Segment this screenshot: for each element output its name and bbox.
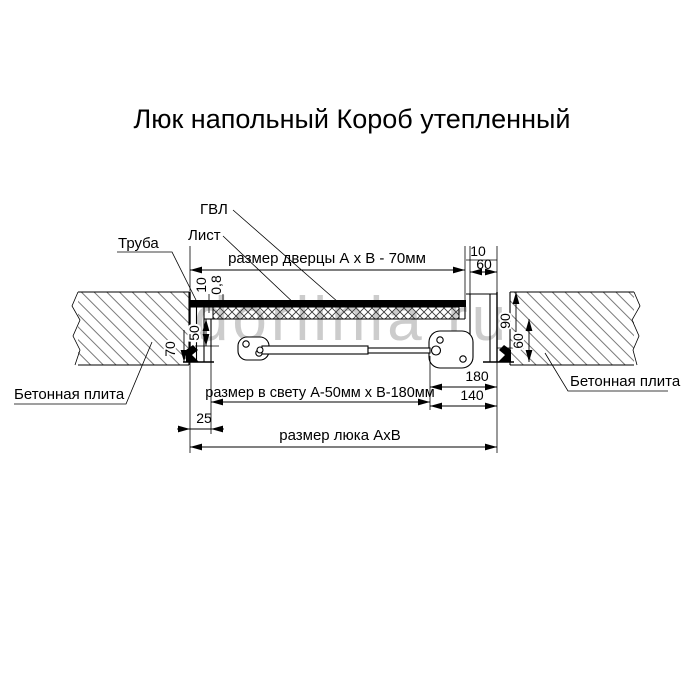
dim-top-flange-60: 60 xyxy=(470,256,497,276)
strut-cylinder xyxy=(261,345,369,355)
label-pipe: Труба xyxy=(117,235,197,301)
label-concrete-left: Бетонная плита xyxy=(14,341,153,405)
label-pipe-text: Труба xyxy=(118,235,159,252)
left-angle-bracket xyxy=(186,345,199,362)
right-concrete-slab xyxy=(509,291,641,366)
dim-right-height-inner-text: 60 xyxy=(510,333,526,349)
page-title: Люк напольный Короб утепленный xyxy=(134,104,571,134)
label-concrete-left-text: Бетонная плита xyxy=(14,386,125,403)
dim-width-140-text: 140 xyxy=(460,387,484,403)
gas-strut-mechanism xyxy=(237,330,474,369)
dim-right-height-90: 90 xyxy=(495,292,524,349)
extension-lines xyxy=(189,246,498,453)
dim-flange-25: 25 xyxy=(177,410,224,433)
dim-clear-size: размер в свету А-50мм х В-180мм xyxy=(205,385,435,406)
dim-sheet-thickness-08: 0,8 xyxy=(208,275,224,303)
pivot-hole xyxy=(430,345,442,356)
label-sheet-text: Лист xyxy=(188,227,221,244)
dim-top-gap-10: 10 xyxy=(466,243,497,261)
dim-width-180: 180 xyxy=(430,368,497,391)
dim-top-flange-text: 60 xyxy=(476,256,492,272)
dim-clear-size-text: размер в свету А-50мм х В-180мм xyxy=(205,385,434,401)
left-concrete-slab xyxy=(71,291,190,366)
steel-sheet xyxy=(190,300,466,307)
dim-inner-depth-50: 50 xyxy=(184,319,219,347)
label-sheet: Лист xyxy=(188,227,299,308)
dim-flange-25-text: 25 xyxy=(196,410,212,426)
dim-width-140: 140 xyxy=(430,387,497,410)
dimensions: размер дверцы А х В - 70мм 10 60 10 0,8 … xyxy=(160,243,533,451)
dim-right-height-60: 60 xyxy=(508,319,533,362)
label-concrete-right: Бетонная плита xyxy=(544,352,681,392)
label-gvl-text: ГВЛ xyxy=(200,201,228,218)
dim-top-gap-text: 10 xyxy=(470,243,486,259)
dim-left-height-text: 70 xyxy=(162,341,178,357)
strut-rod xyxy=(367,347,431,354)
dim-door-size: размер дверцы А х В - 70мм xyxy=(190,250,465,274)
dim-hatch-size-text: размер люка АхВ xyxy=(279,427,400,444)
dim-left-height-70: 70 xyxy=(160,330,188,362)
right-angle-bracket xyxy=(498,345,511,362)
break-line-left xyxy=(71,291,81,366)
dim-sheet-thickness-text: 0,8 xyxy=(208,275,224,295)
break-line-right xyxy=(631,291,641,366)
leader-labels: ГВЛ Лист Труба Бетонная плита Бетонная п… xyxy=(14,201,681,405)
label-gvl: ГВЛ xyxy=(200,201,339,303)
label-concrete-right-text: Бетонная плита xyxy=(570,373,681,390)
dim-door-size-text: размер дверцы А х В - 70мм xyxy=(228,250,426,267)
dim-width-180-text: 180 xyxy=(465,368,489,384)
dim-inner-depth-text: 50 xyxy=(186,325,202,341)
gvl-layer xyxy=(212,306,460,320)
dim-gvl-thickness-10: 10 xyxy=(193,277,210,313)
dim-hatch-size: размер люка АхВ xyxy=(190,427,497,451)
dim-gvl-thickness-text: 10 xyxy=(193,277,209,293)
dim-right-height-outer-text: 90 xyxy=(497,313,513,329)
